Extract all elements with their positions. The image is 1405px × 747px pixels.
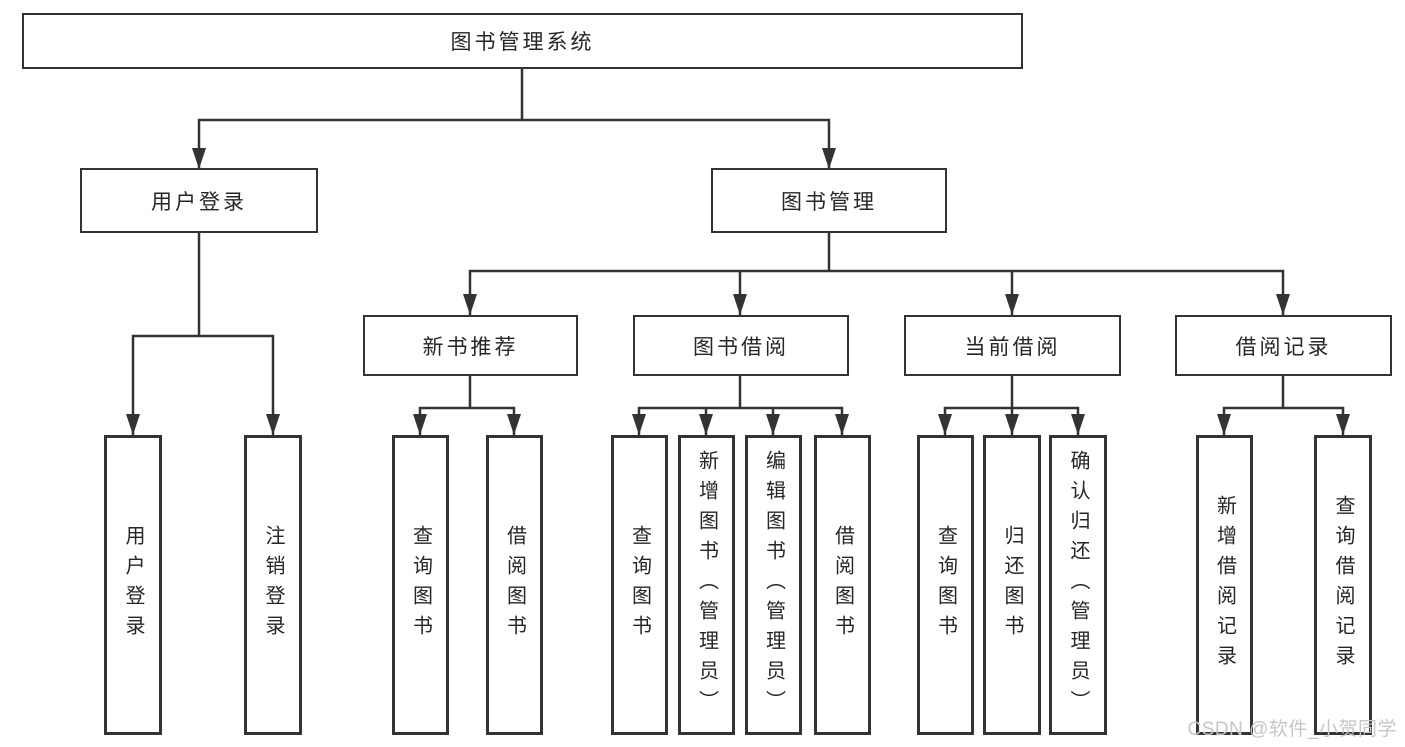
arrowhead [733,294,747,315]
arrowhead [413,414,427,435]
node-new-book-rec-label: 新书推荐 [422,335,519,359]
node-current-borrow: 当前借阅 [904,315,1121,376]
arrowhead [126,414,140,435]
node-book-mgmt-label: 图书管理 [781,190,877,214]
leaf-bb-query-books: 查询图书 [611,435,668,735]
leaf-cb-query-books-label: 查询图书 [934,525,957,645]
leaf-cb-return-books: 归还图书 [983,435,1041,735]
arrowhead [938,414,952,435]
watermark: CSDN @软件_小贺同学 [1187,719,1397,740]
arrowheads [126,148,1350,435]
leaf-bb-edit-books: 编辑图书（管理员） [745,435,802,735]
leaf-nb-query-books-label: 查询图书 [409,525,432,645]
arrowhead [1005,294,1019,315]
connector-book-mgmt [468,233,1285,315]
leaf-logout-label: 注销登录 [262,525,284,645]
arrowhead [699,414,713,435]
arrowhead [192,148,206,169]
connector-root [197,69,831,169]
connector-borrow-records [1222,376,1345,435]
node-book-borrow-label: 图书借阅 [693,335,789,359]
node-current-borrow-label: 当前借阅 [964,335,1061,359]
arrowhead [1071,414,1085,435]
node-borrow-records-label: 借阅记录 [1235,335,1332,359]
connector-user-login [131,233,275,435]
node-book-borrow: 图书借阅 [633,315,849,376]
leaf-cb-return-books-label: 归还图书 [1001,525,1023,645]
leaf-br-add-record-label: 新增借阅记录 [1213,495,1236,675]
leaf-nb-borrow-books: 借阅图书 [486,435,543,735]
leaf-br-query-record: 查询借阅记录 [1314,435,1372,735]
arrowhead [766,414,780,435]
leaf-bb-edit-books-label: 编辑图书（管理员） [762,450,785,720]
arrowhead [1005,414,1019,435]
leaf-nb-query-books: 查询图书 [392,435,449,735]
leaf-bb-borrow-books: 借阅图书 [814,435,871,735]
node-new-book-rec: 新书推荐 [363,315,578,376]
leaf-cb-confirm-return: 确认归还（管理员） [1049,435,1107,735]
arrowhead [266,414,280,435]
leaf-user-login: 用户登录 [104,435,162,735]
arrowhead [1336,414,1350,435]
leaf-br-query-record-label: 查询借阅记录 [1332,495,1354,675]
node-root: 图书管理系统 [22,13,1023,69]
arrowhead [1217,414,1231,435]
node-root-label: 图书管理系统 [450,31,595,54]
leaf-bb-query-books-label: 查询图书 [628,525,651,645]
leaf-bb-add-books: 新增图书（管理员） [678,435,735,735]
leaf-cb-query-books: 查询图书 [917,435,974,735]
arrowhead [632,414,646,435]
arrowhead [822,148,836,169]
leaf-br-add-record: 新增借阅记录 [1196,435,1253,735]
arrowhead [507,414,521,435]
connector-book-borrow [637,376,844,435]
leaf-user-login-label: 用户登录 [122,525,144,645]
arrowhead [835,414,849,435]
connector-new-book-rec [418,376,516,435]
node-book-mgmt: 图书管理 [711,168,947,233]
leaf-logout: 注销登录 [244,435,302,735]
leaf-nb-borrow-books-label: 借阅图书 [503,525,526,645]
leaf-bb-add-books-label: 新增图书（管理员） [695,450,718,720]
leaf-cb-confirm-return-label: 确认归还（管理员） [1067,450,1089,720]
node-user-login-label: 用户登录 [151,190,247,214]
node-user-login: 用户登录 [80,168,318,233]
arrowhead [1276,294,1290,315]
arrowhead [463,294,477,315]
leaf-bb-borrow-books-label: 借阅图书 [831,525,854,645]
node-borrow-records: 借阅记录 [1175,315,1392,376]
